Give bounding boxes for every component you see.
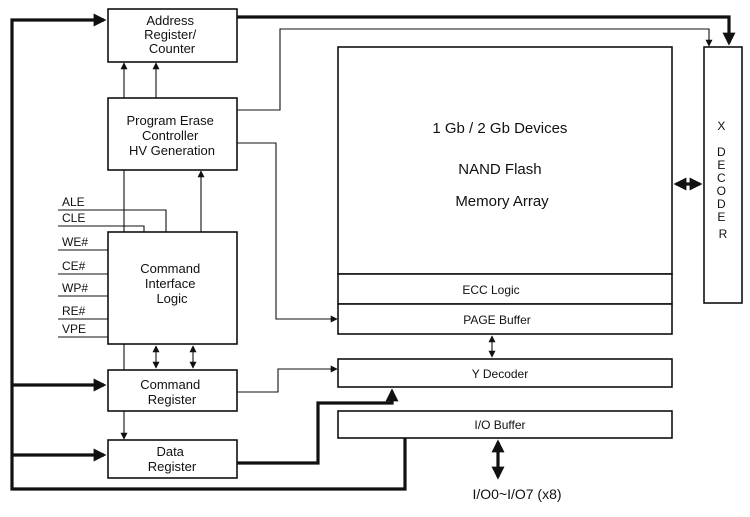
signal-re: RE#: [62, 304, 86, 318]
ecc-logic-label: ECC Logic: [462, 283, 519, 297]
signal-vpe: VPE: [62, 322, 86, 336]
page-buffer-label: PAGE Buffer: [463, 313, 531, 327]
address-register-label: Address Register/ Counter: [144, 13, 200, 56]
signal-ale: ALE: [62, 195, 85, 209]
memory-array-label: 1 Gb / 2 Gb Devices NAND Flash Memory Ar…: [432, 120, 571, 210]
page-buffer-box: [337, 303, 673, 335]
signal-ce: CE#: [62, 259, 86, 273]
x-decoder-label: X D E C O D E R: [717, 119, 730, 241]
signal-we: WE#: [62, 235, 88, 249]
signal-lines: [58, 209, 167, 338]
program-erase-controller-box: [107, 97, 238, 171]
io-pins-label: I/O0~I/O7 (x8): [472, 486, 561, 502]
io-buffer-box: [337, 410, 673, 439]
memory-array-box: [337, 46, 673, 275]
io-buffer-label: I/O Buffer: [474, 418, 525, 432]
program-erase-controller-label: Program Erase Controller HV Generation: [126, 113, 217, 158]
control-wires: [120, 28, 713, 440]
command-interface-logic-box: [107, 231, 238, 345]
signal-wp: WP#: [62, 281, 88, 295]
command-interface-logic-label: Command Interface Logic: [140, 261, 204, 306]
command-register-box: [107, 369, 238, 412]
signal-cle: CLE: [62, 211, 85, 225]
command-register-label: Command Register: [140, 377, 204, 407]
data-register-label: Data Register: [148, 444, 197, 474]
data-buses: [10, 13, 736, 491]
x-decoder-box: [703, 46, 743, 304]
address-register-box: [107, 8, 238, 63]
y-decoder-label: Y Decoder: [472, 367, 528, 381]
y-decoder-box: [337, 358, 673, 388]
data-register-box: [107, 439, 238, 479]
